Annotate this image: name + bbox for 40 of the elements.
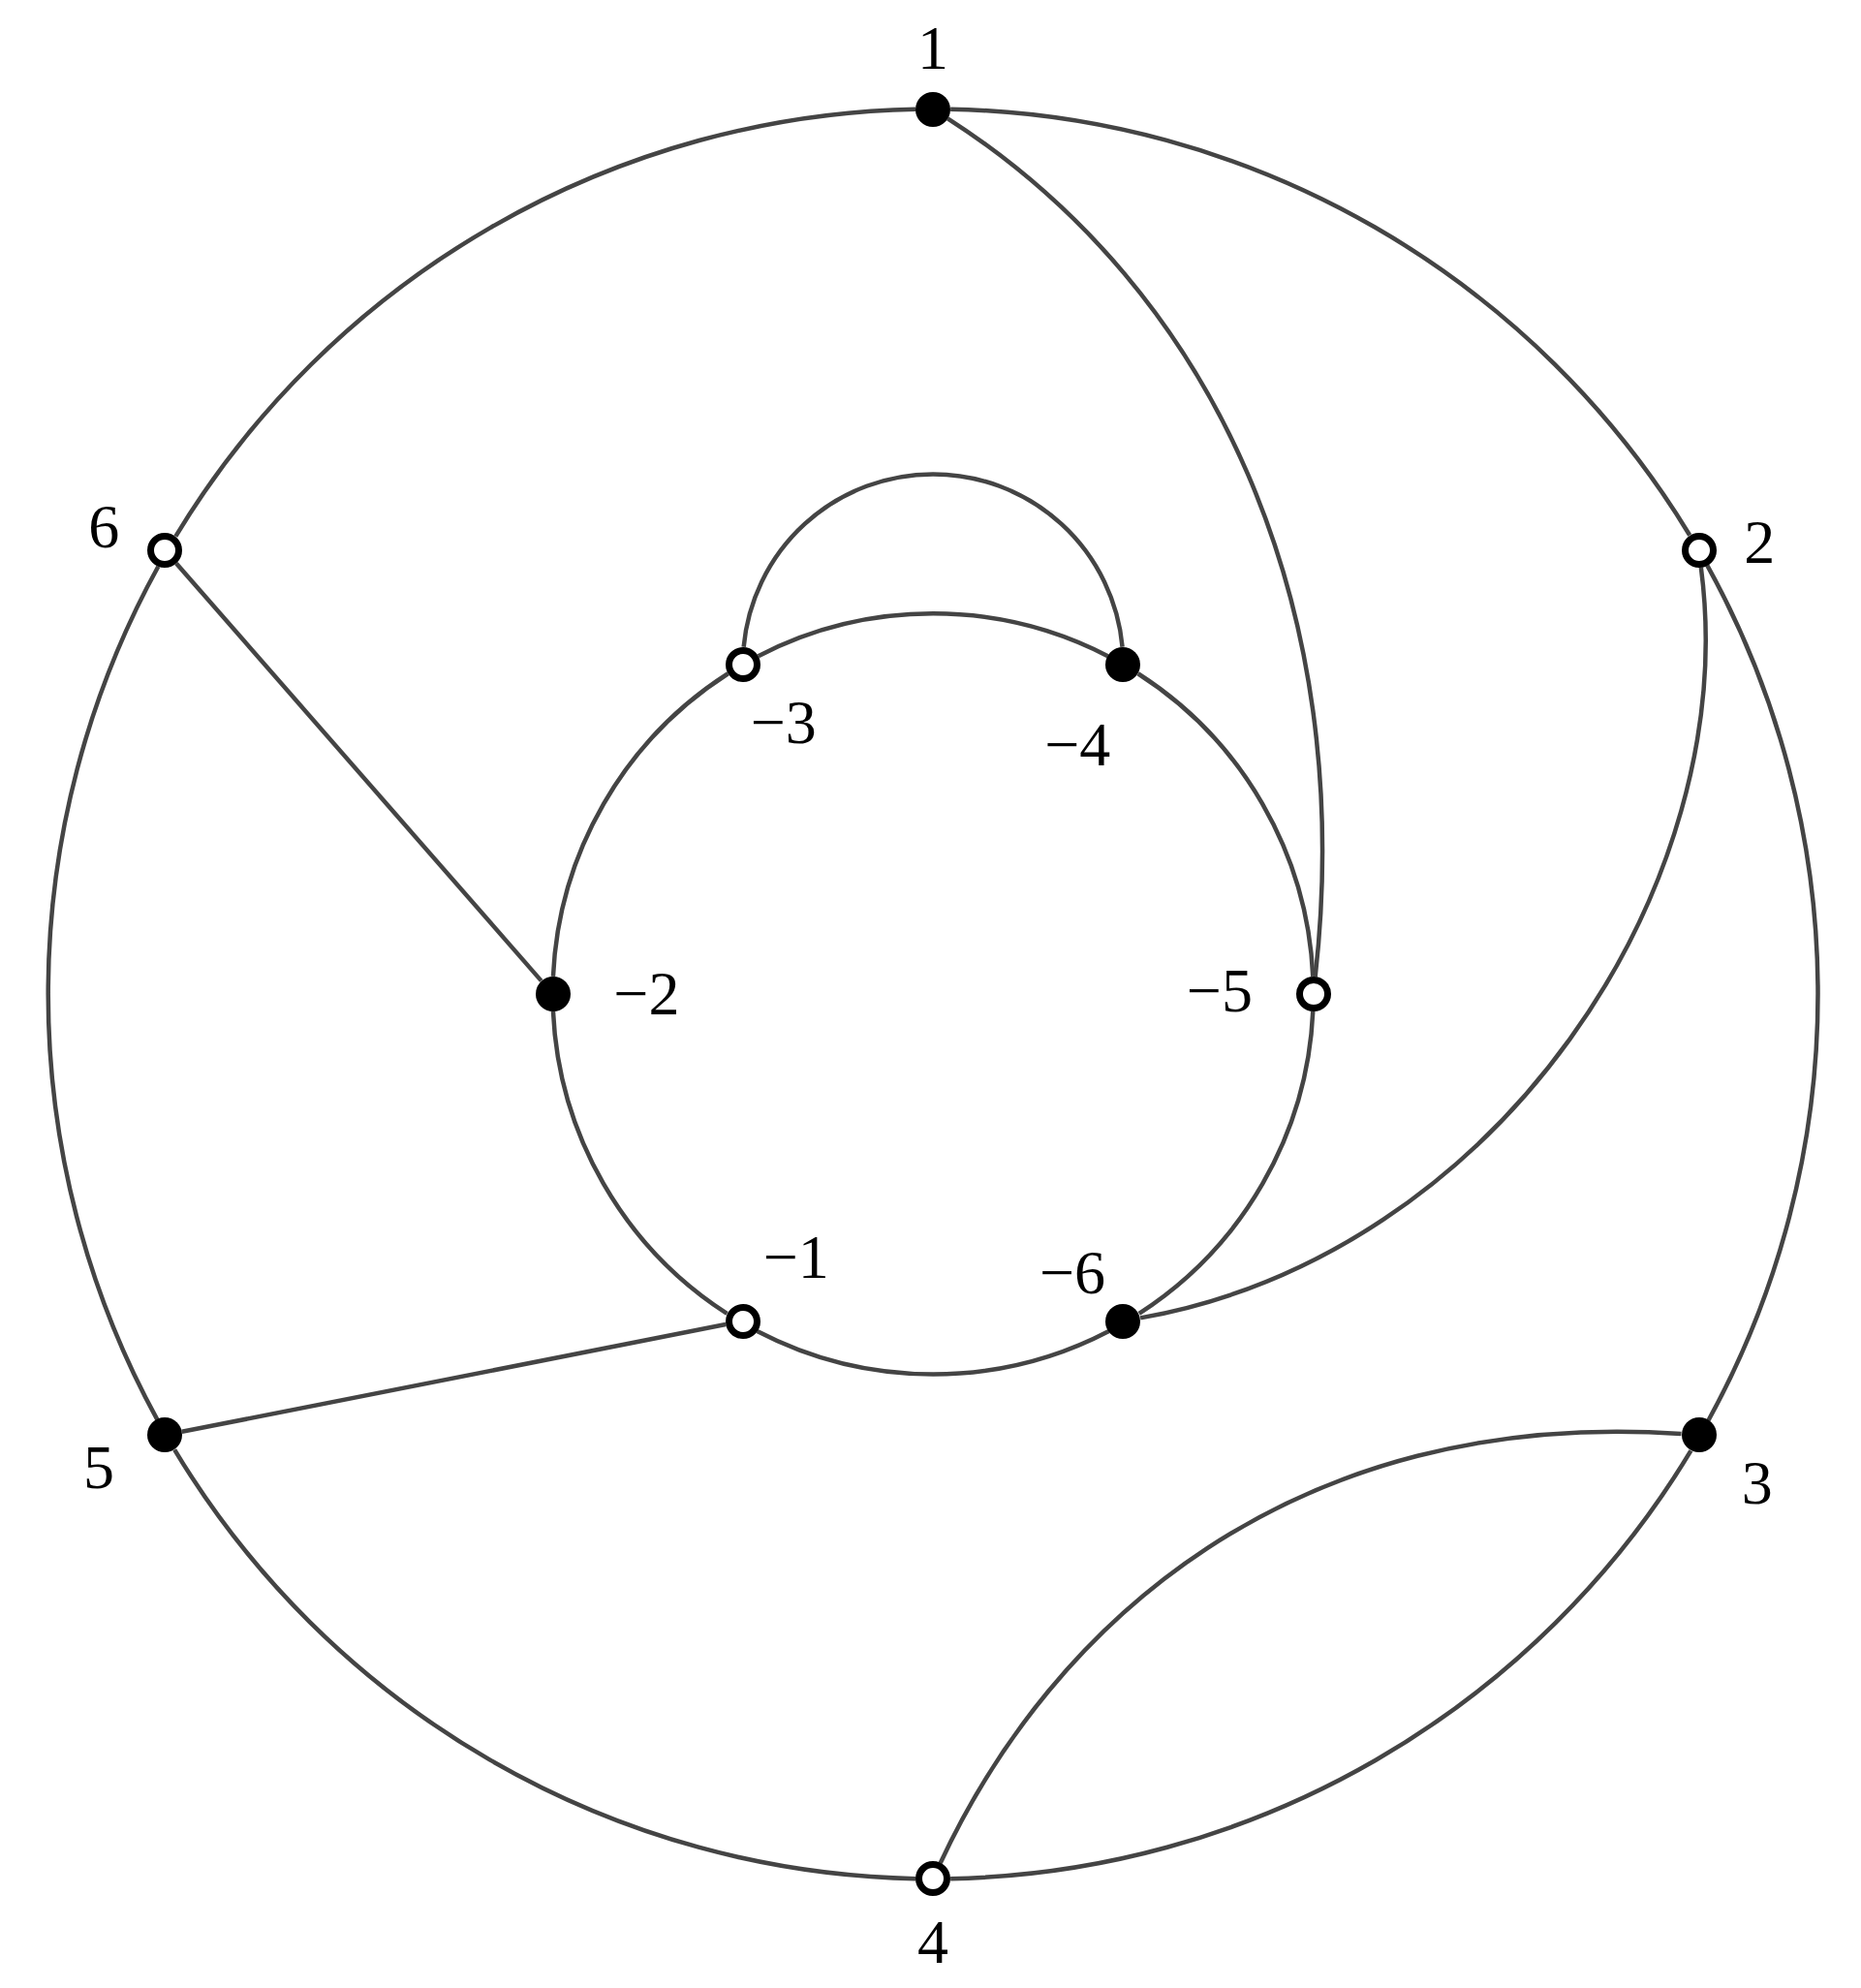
filled-vertex [1105,646,1141,682]
vertex-label: 6 [88,496,120,559]
vertex-label: 5 [83,1437,115,1500]
filled-vertex [147,1417,183,1453]
hollow-vertex [725,646,760,682]
graph-edge [172,1448,916,1881]
vertex-label: −3 [750,691,817,754]
filled-vertex [1681,1417,1717,1453]
graph-edge [1137,1010,1316,1316]
filled-vertex [535,976,571,1011]
graph-edge [949,107,1692,537]
graph-edge [1136,671,1316,978]
filled-vertex [915,91,951,127]
graph-edge [1139,567,1708,1320]
vertex-label: −5 [1186,960,1253,1023]
vertex-label: 1 [917,16,949,79]
graph-edge [741,472,1125,648]
graph-edge [174,562,543,982]
vertex-label: 4 [917,1910,949,1973]
vertex-label: 3 [1741,1452,1773,1515]
graph-edge [946,116,1324,978]
graph-edge [46,565,161,1421]
graph-edge [550,671,729,978]
hollow-vertex [1681,532,1717,568]
vertex-label: −2 [613,962,680,1025]
hollow-vertex [1295,976,1331,1011]
graph-edge [550,1010,729,1316]
vertex-label: 2 [1744,512,1776,575]
filled-vertex [1105,1303,1141,1339]
graph-edge [173,107,916,538]
vertex-label: −4 [1044,714,1111,777]
graph-edge [756,1328,1110,1377]
hollow-vertex [725,1303,760,1339]
graph-edge [757,611,1109,659]
hollow-vertex [915,1861,951,1897]
graph-edge [181,1321,727,1435]
graph-edge [1705,564,1820,1422]
hollow-vertex [147,532,183,568]
vertex-label: −6 [1039,1241,1106,1304]
vertex-label: −1 [762,1227,829,1289]
